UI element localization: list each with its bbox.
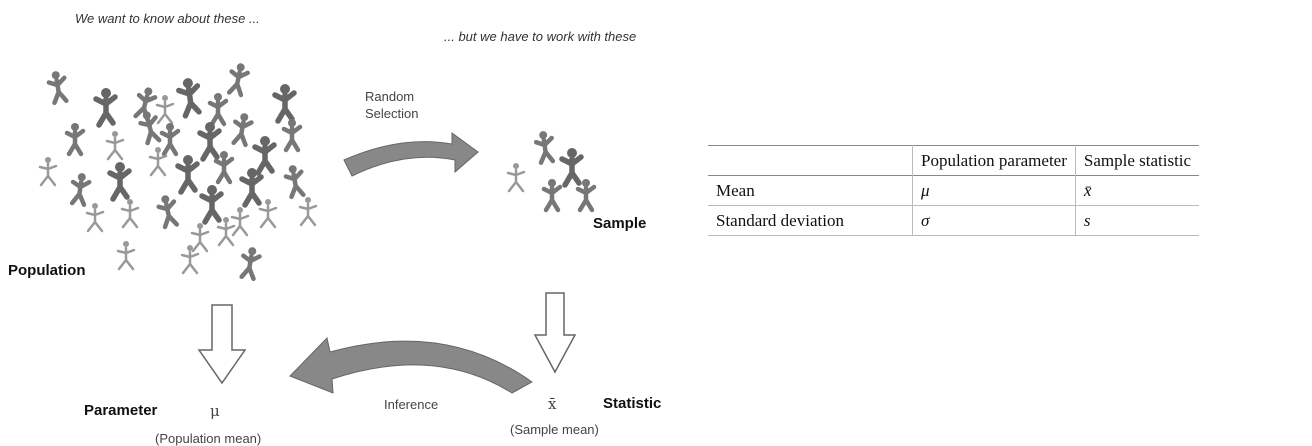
table-header-cell: Sample statistic <box>1074 145 1200 176</box>
table-cell: Standard deviation <box>716 211 844 230</box>
sample-crowd <box>506 130 594 210</box>
down-arrow-population <box>197 304 247 385</box>
inference-label: Inference <box>384 397 439 412</box>
parameter-description: (Population mean) <box>155 431 262 446</box>
statistic-description: (Sample mean) <box>510 422 599 437</box>
population-label: Population <box>8 262 86 279</box>
population-crowd <box>38 62 318 279</box>
inference-diagram <box>38 0 700 394</box>
table-cell: μ <box>912 175 1076 206</box>
table-row: Standard deviation σ s <box>708 205 1200 236</box>
random-selection-label-1: Random <box>365 89 415 104</box>
parameter-symbol: μ <box>210 402 220 420</box>
random-selection-label-2: Selection <box>365 106 419 121</box>
caption-have: ... but we have to work with these <box>444 29 637 44</box>
random-selection-arrow <box>343 132 479 177</box>
table-cell: s <box>1074 205 1200 236</box>
sample-label: Sample <box>593 215 647 232</box>
table-cell: x̄ <box>1074 175 1200 206</box>
table-row: Mean μ x̄ <box>708 175 1200 206</box>
down-arrow-sample <box>533 292 577 374</box>
table-header-row: Population parameter Sample statistic <box>708 145 1200 176</box>
parameter-label: Parameter <box>84 402 158 419</box>
table-cell: Mean <box>716 181 755 200</box>
statistic-label: Statistic <box>603 395 662 412</box>
table-header-cell: Population parameter <box>912 145 1076 176</box>
statistic-symbol: x̄ <box>548 395 557 413</box>
caption-want: We want to know about these ... <box>75 11 260 26</box>
table-header-cell <box>708 146 913 176</box>
parameter-statistic-table: Population parameter Sample statistic Me… <box>708 145 1200 236</box>
table-cell: σ <box>912 205 1076 236</box>
inference-arrow <box>289 336 533 394</box>
